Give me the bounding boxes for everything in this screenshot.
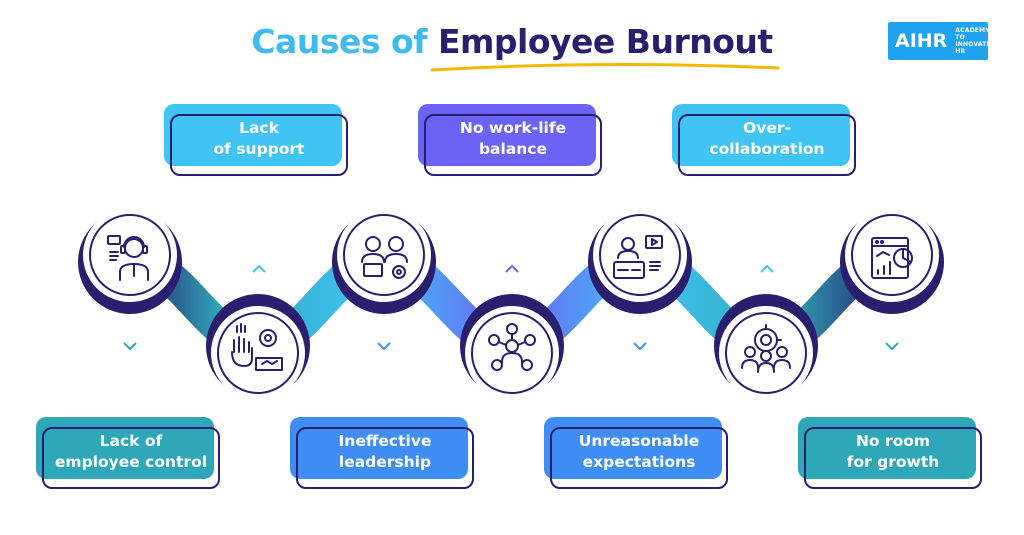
chevron-down-icon <box>123 342 137 351</box>
aihr-logo: AIHR ACADEMY TO INNOVATE HR <box>888 22 991 60</box>
logo-tagline: ACADEMY TO INNOVATE HR <box>955 27 990 55</box>
chevron-up-icon <box>760 264 774 273</box>
growth-chart-icon <box>871 237 913 279</box>
cause-label: Unreasonable expectations <box>578 432 700 471</box>
page-title: Causes of Employee Burnout <box>0 22 1024 61</box>
title-part-1: Causes of <box>251 22 438 61</box>
cause-label: Over- collaboration <box>709 119 825 158</box>
cause-card-unreasonable-expectations: Unreasonable expectations <box>544 417 728 489</box>
cause-card-no-work-life-balance: No work-life balance <box>418 104 602 176</box>
logo-tagline-line-2: INNOVATE HR <box>955 41 991 55</box>
card-outline <box>424 114 602 176</box>
logo-name: AIHR <box>895 30 948 52</box>
cause-card-no-room-for-growth: No room for growth <box>798 417 982 489</box>
card-outline <box>678 114 856 176</box>
node-5 <box>588 208 692 314</box>
cause-label: Ineffective leadership <box>338 432 432 471</box>
chevron-up-icon <box>505 264 519 273</box>
cause-card-lack-of-employee-control: Lack of employee control <box>36 417 220 489</box>
customer-support-headset-icon <box>107 235 149 281</box>
cause-label: Lack of employee control <box>54 432 208 471</box>
chevron-down-icon <box>633 342 647 351</box>
node-2 <box>206 294 310 400</box>
node-4 <box>460 294 564 400</box>
card-outline <box>804 427 982 489</box>
chevron-down-icon <box>885 342 899 351</box>
title-part-2: Employee Burnout <box>438 22 773 61</box>
chevron-down-icon <box>377 342 391 351</box>
card-outline <box>296 427 474 489</box>
node-6 <box>714 294 818 400</box>
cause-card-over-collaboration: Over- collaboration <box>672 104 856 176</box>
leader-network-icon <box>488 323 536 371</box>
cause-card-ineffective-leadership: Ineffective leadership <box>290 417 474 489</box>
title-underline <box>430 62 780 72</box>
chevron-up-icon <box>252 264 266 273</box>
cause-label: No work-life balance <box>459 119 567 158</box>
card-outline <box>170 114 348 176</box>
hand-gear-control-icon <box>231 323 283 371</box>
logo-tagline-line-1: ACADEMY TO <box>955 27 990 41</box>
cause-label: No room for growth <box>846 432 940 471</box>
card-outline <box>42 427 220 489</box>
cause-label: Lack of support <box>213 119 305 158</box>
cause-card-lack-of-support: Lack of support <box>164 104 348 176</box>
online-meeting-icon <box>613 235 663 279</box>
node-7 <box>840 208 944 314</box>
node-3 <box>332 208 436 314</box>
card-outline <box>550 427 728 489</box>
team-collaboration-icon <box>361 236 408 279</box>
node-1 <box>78 208 182 314</box>
target-team-icon <box>741 324 791 373</box>
